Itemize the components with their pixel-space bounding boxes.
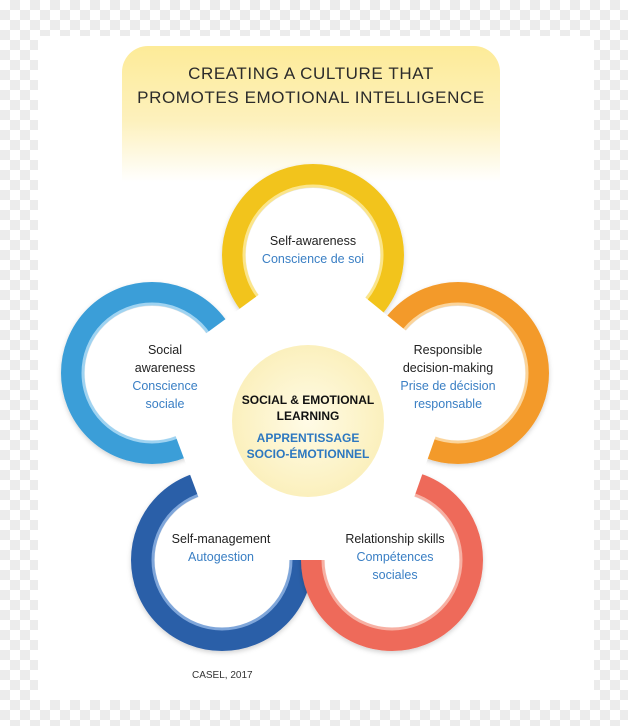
decision-making-fr-1: Prise de décision [400, 379, 496, 393]
self-awareness-en: Self-awareness [269, 234, 357, 248]
title-line-1: CREATING A CULTURE THAT [188, 64, 434, 83]
petal-label-responsible-decision-making: Responsible decision-making Prise de déc… [378, 341, 518, 413]
center-en-line-1: SOCIAL & EMOTIONAL [241, 393, 375, 407]
center-label: SOCIAL & EMOTIONAL LEARNING APPRENTISSAG… [233, 392, 383, 462]
relationship-skills-en: Relationship skills [345, 532, 445, 546]
petal-label-social-awareness: Social awareness Conscience sociale [110, 341, 220, 413]
petal-label-self-awareness: Self-awareness Conscience de soi [238, 232, 388, 268]
social-awareness-fr-1: Conscience [132, 379, 198, 393]
self-awareness-fr: Conscience de soi [261, 252, 365, 266]
decision-making-fr-2: responsable [413, 397, 483, 411]
self-management-fr: Autogestion [187, 550, 255, 564]
social-awareness-en-2: awareness [134, 361, 196, 375]
petal-label-self-management: Self-management Autogestion [156, 530, 286, 566]
center-hub [232, 345, 384, 497]
title-line-2: PROMOTES EMOTIONAL INTELLIGENCE [137, 88, 485, 107]
source-credit: CASEL, 2017 [192, 670, 253, 681]
decision-making-en-1: Responsible [413, 343, 483, 357]
title-banner [122, 46, 500, 182]
petal-label-relationship-skills: Relationship skills Compétences sociales [325, 530, 465, 584]
center-en-line-2: LEARNING [276, 409, 340, 423]
relationship-skills-fr-2: sociales [372, 568, 418, 582]
relationship-skills-fr-1: Compétences [356, 550, 434, 564]
diagram-title: CREATING A CULTURE THAT PROMOTES EMOTION… [122, 62, 500, 110]
center-fr-line-1: APPRENTISSAGE [256, 431, 360, 445]
center-fr-line-2: SOCIO-ÉMOTIONNEL [246, 447, 370, 461]
social-awareness-fr-2: sociale [145, 397, 185, 411]
self-management-en: Self-management [171, 532, 271, 546]
decision-making-en-2: decision-making [402, 361, 494, 375]
social-awareness-en-1: Social [147, 343, 183, 357]
